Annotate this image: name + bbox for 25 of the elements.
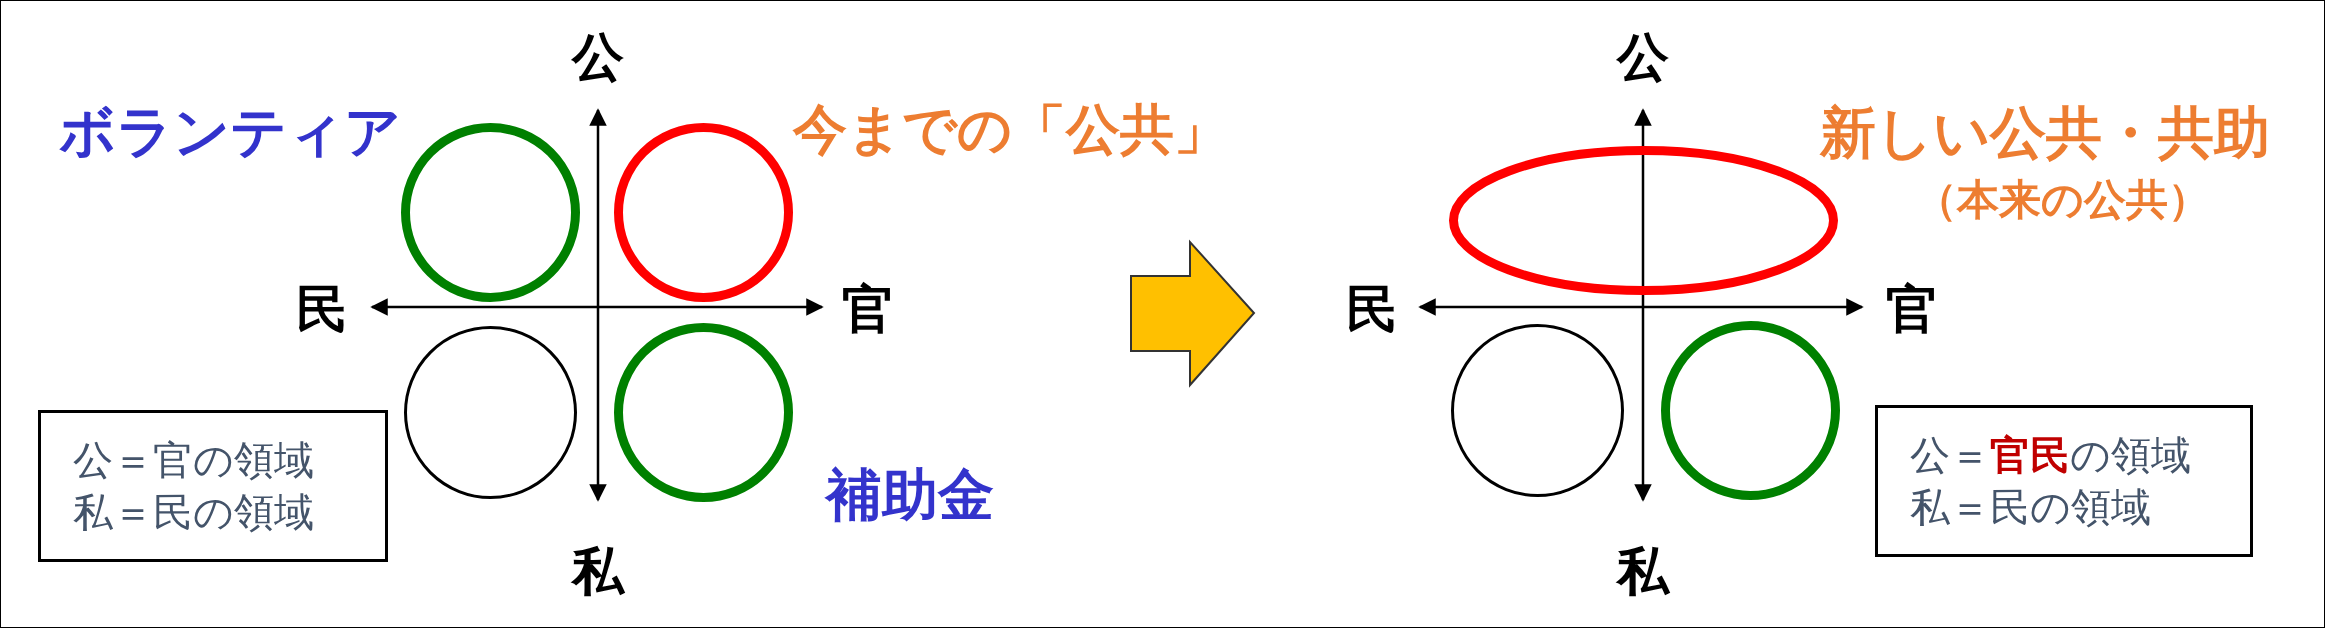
note-text: 公＝官民の領域 [1910, 431, 2191, 480]
category-label: 新しい公共・共助 [1820, 102, 2270, 164]
axis-label: 官 [1886, 281, 1938, 339]
note-box [38, 410, 388, 562]
note-text: 私＝民の領域 [1910, 483, 2151, 532]
quadrant-circle [613, 322, 793, 502]
category-label: ボランティア [59, 101, 401, 163]
axis-label: 公 [1617, 29, 1669, 87]
axis-label: 公 [572, 29, 624, 87]
axis-label: 民 [1346, 281, 1398, 339]
category-label: 補助金 [826, 464, 994, 526]
axis-label: 官 [842, 281, 894, 339]
quadrant-circle [400, 122, 580, 302]
category-label: 今までの「公共」 [792, 100, 1228, 160]
note-text: 公＝官の領域 [73, 436, 314, 485]
subtitle-label: （本来の公共） [1914, 176, 2210, 224]
quadrant-circle [1450, 323, 1624, 497]
note-text: 私＝民の領域 [73, 488, 314, 537]
axis-label: 私 [1617, 543, 1669, 601]
quadrant-circle [403, 325, 577, 499]
quadrant-circle [613, 122, 793, 302]
axis-label: 私 [572, 543, 624, 601]
axis-label: 民 [296, 281, 348, 339]
note-box [1875, 405, 2253, 557]
quadrant-circle [1660, 320, 1840, 500]
